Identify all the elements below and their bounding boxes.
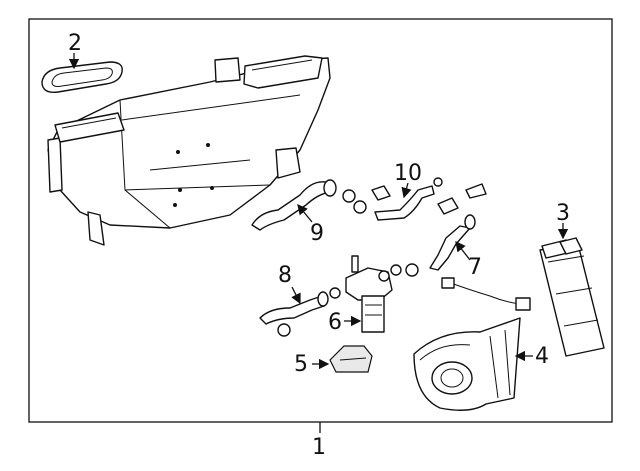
callout-7: 7 [468, 255, 482, 280]
callout-8: 8 [278, 263, 292, 288]
seal-part-2 [41, 61, 123, 93]
pipe-part-7 [390, 214, 531, 311]
callout-3: 3 [556, 201, 570, 226]
callouts: 1 2 3 4 5 6 7 8 9 10 [68, 31, 570, 460]
component-part-5 [329, 345, 373, 373]
valve-part-6 [345, 255, 393, 333]
callout-5: 5 [294, 352, 308, 377]
callout-4: 4 [535, 344, 549, 369]
callout-6: 6 [328, 310, 342, 335]
callout-1: 1 [312, 435, 326, 460]
callout-2: 2 [68, 31, 82, 56]
hose-part-9 [251, 179, 367, 231]
callout-9: 9 [310, 221, 324, 246]
callout-10: 10 [394, 161, 422, 186]
blower-part-4 [413, 317, 521, 411]
heater-core-part-3 [539, 237, 605, 357]
hose-part-8 [259, 287, 341, 337]
hvac-case [47, 55, 331, 246]
hose-part-10 [371, 177, 487, 221]
